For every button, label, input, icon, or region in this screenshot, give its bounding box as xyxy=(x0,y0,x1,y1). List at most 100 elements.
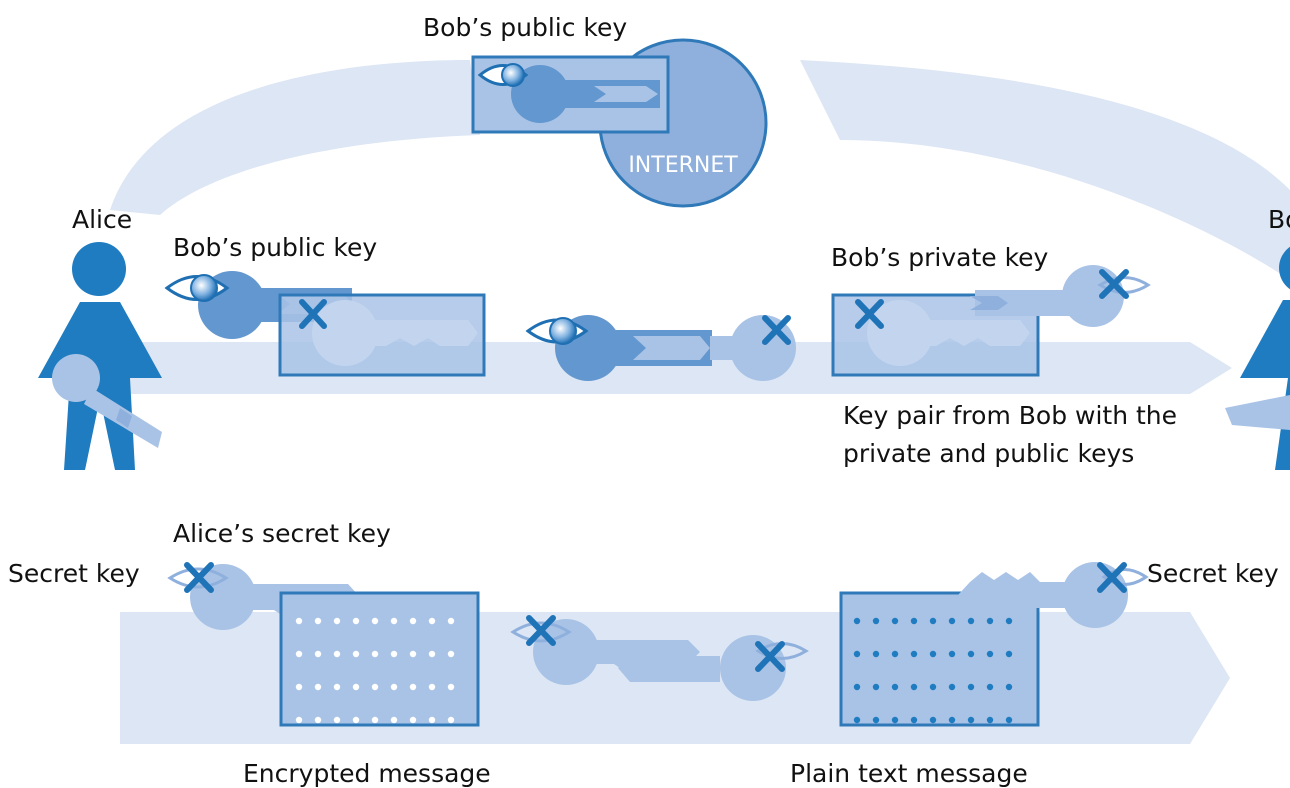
message-dot xyxy=(910,683,918,691)
cross-icon xyxy=(1097,562,1127,593)
key-pair-icon xyxy=(525,315,796,381)
bob-private-key-icon xyxy=(970,265,1151,327)
encrypted-dots xyxy=(295,617,455,724)
message-dot xyxy=(929,716,937,724)
message-dot xyxy=(333,683,341,691)
message-dot xyxy=(872,650,880,658)
message-dot xyxy=(853,716,861,724)
message-dot xyxy=(929,650,937,658)
cross-icon xyxy=(755,641,785,672)
message-dot xyxy=(967,650,975,658)
message-dot xyxy=(352,716,360,724)
message-dot xyxy=(428,650,436,658)
message-dot xyxy=(948,716,956,724)
message-dot xyxy=(295,683,303,691)
message-dot xyxy=(986,617,994,625)
eye-icon xyxy=(477,63,529,87)
secret-key-left-label: Secret key xyxy=(8,559,140,588)
message-dot xyxy=(1005,617,1013,625)
message-dot xyxy=(333,617,341,625)
bob-secret-key-icon xyxy=(958,562,1149,628)
encrypted-message-card xyxy=(279,591,480,727)
message-dot xyxy=(891,716,899,724)
message-dot xyxy=(891,683,899,691)
bob-label: Bob xyxy=(1268,205,1290,234)
message-dot xyxy=(371,683,379,691)
message-dot xyxy=(1005,650,1013,658)
cross-icon xyxy=(1099,269,1129,299)
message-dot xyxy=(428,683,436,691)
cross-icon xyxy=(526,615,556,646)
message-dot xyxy=(428,617,436,625)
message-dot xyxy=(447,683,455,691)
message-dot xyxy=(295,716,303,724)
plain-text-dots xyxy=(853,617,1013,724)
message-dot xyxy=(390,716,398,724)
key-pair-caption-line1: Key pair from Bob with the xyxy=(843,401,1177,430)
message-dot xyxy=(986,683,994,691)
alice-encrypting-key-card xyxy=(278,293,486,377)
message-dot xyxy=(872,617,880,625)
message-dot xyxy=(986,716,994,724)
message-dot xyxy=(853,650,861,658)
message-dot xyxy=(853,617,861,625)
message-dot xyxy=(1005,683,1013,691)
cross-icon xyxy=(762,315,791,345)
message-dot xyxy=(967,716,975,724)
plain-text-message-card xyxy=(839,591,1040,727)
secret-key-right-label: Secret key xyxy=(1147,559,1279,588)
message-dot xyxy=(409,683,417,691)
message-dot xyxy=(314,683,322,691)
exchange-arc-left xyxy=(110,60,480,215)
bob-public-key-top-label: Bob’s public key xyxy=(423,13,627,42)
message-dot xyxy=(409,716,417,724)
message-dot xyxy=(910,617,918,625)
alice-secret-key-label: Alice’s secret key xyxy=(173,519,391,548)
message-dot xyxy=(910,650,918,658)
message-dot xyxy=(371,716,379,724)
message-dot xyxy=(929,683,937,691)
message-dot xyxy=(986,650,994,658)
message-dot xyxy=(853,683,861,691)
message-dot xyxy=(447,650,455,658)
message-dot xyxy=(314,650,322,658)
message-dot xyxy=(409,650,417,658)
eye-icon xyxy=(525,317,589,345)
message-dot xyxy=(390,650,398,658)
bob-private-key-label: Bob’s private key xyxy=(831,243,1049,272)
alice-label: Alice xyxy=(72,205,132,234)
message-dot xyxy=(352,683,360,691)
message-dot xyxy=(872,683,880,691)
message-dot xyxy=(948,683,956,691)
message-dot xyxy=(891,650,899,658)
key-icon xyxy=(52,354,162,448)
exchange-arc-right xyxy=(800,60,1290,280)
message-dot xyxy=(1005,716,1013,724)
published-public-key-card xyxy=(471,55,670,134)
message-dot xyxy=(910,716,918,724)
message-dot xyxy=(333,716,341,724)
bob-public-key-alice-label: Bob’s public key xyxy=(173,233,377,262)
encrypted-message-label: Encrypted message xyxy=(243,759,491,788)
message-dot xyxy=(891,617,899,625)
shared-secret-keys-icon xyxy=(510,615,809,701)
cross-icon xyxy=(184,562,214,593)
message-dot xyxy=(333,650,341,658)
message-dot xyxy=(390,683,398,691)
message-dot xyxy=(295,650,303,658)
eye-icon xyxy=(164,274,230,302)
message-dot xyxy=(872,716,880,724)
message-dot xyxy=(352,650,360,658)
message-dot xyxy=(447,617,455,625)
bob-private-key-card xyxy=(831,293,1040,377)
cross-icon xyxy=(299,299,327,329)
message-dot xyxy=(371,617,379,625)
message-dot xyxy=(967,617,975,625)
message-dot xyxy=(352,617,360,625)
message-dot xyxy=(929,617,937,625)
key-pair-caption-line2: private and public keys xyxy=(843,439,1134,468)
cross-icon xyxy=(855,299,884,329)
message-dot xyxy=(428,716,436,724)
message-dot xyxy=(295,617,303,625)
